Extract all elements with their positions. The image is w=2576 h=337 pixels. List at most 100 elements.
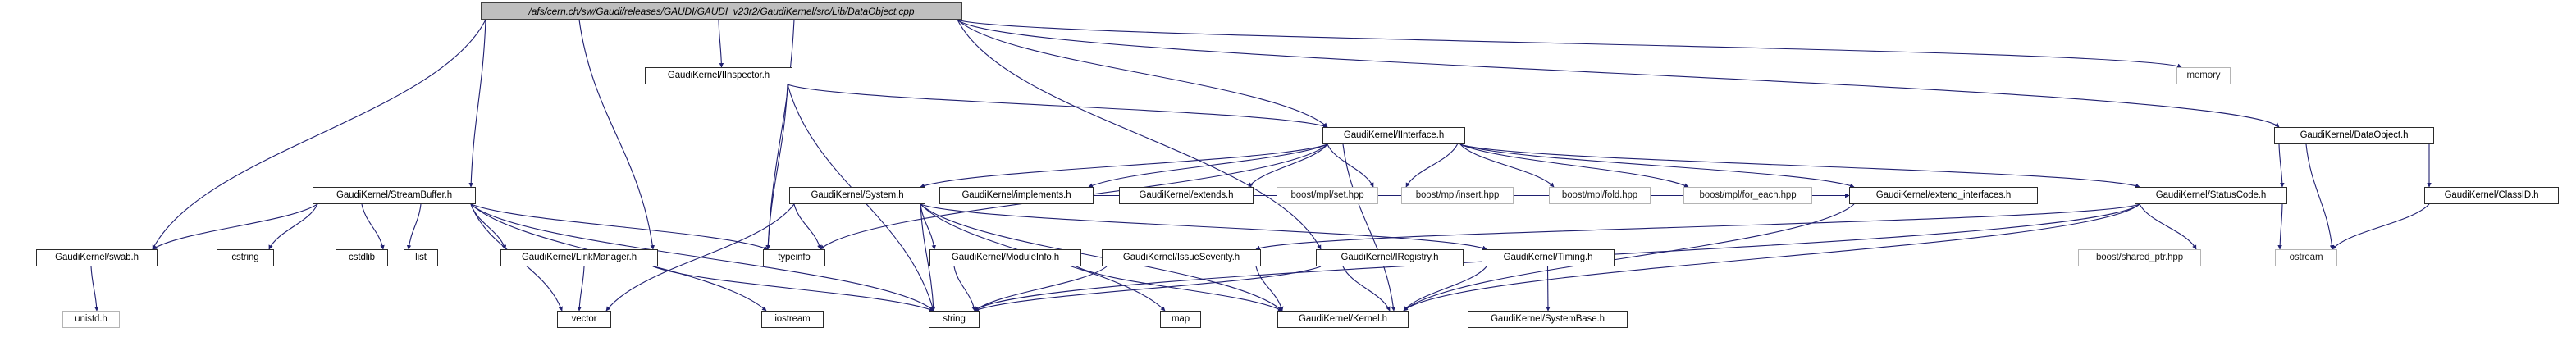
graph-node-label: GaudiKernel/IRegistry.h	[1341, 252, 1439, 262]
graph-node-iostream[interactable]: iostream	[761, 311, 824, 328]
graph-edge	[1546, 266, 1551, 312]
graph-node-extends[interactable]: GaudiKernel/extends.h	[1119, 187, 1254, 204]
graph-node-label: GaudiKernel/swab.h	[55, 252, 139, 262]
graph-node-root[interactable]: /afs/cern.ch/sw/Gaudi/releases/GAUDI/GAU…	[481, 2, 962, 20]
graph-edge	[90, 266, 99, 312]
graph-node-label: cstring	[231, 252, 259, 262]
graph-edge	[793, 203, 822, 250]
graph-edge	[1076, 266, 1283, 312]
graph-edge	[1403, 266, 1487, 312]
graph-node-classid[interactable]: GaudiKernel/ClassID.h	[2424, 187, 2559, 204]
graph-edge	[974, 266, 1108, 312]
graph-node-mplforeach[interactable]: boost/mpl/for_each.hpp	[1683, 187, 1812, 204]
graph-node-implements[interactable]: GaudiKernel/implements.h	[939, 187, 1094, 204]
graph-edge	[1459, 143, 1555, 188]
graph-edge	[152, 19, 486, 250]
graph-edge	[953, 266, 976, 312]
graph-edge	[470, 203, 769, 250]
graph-node-label: cstdlib	[349, 252, 375, 262]
graph-node-label: boost/mpl/fold.hpp	[1561, 189, 1638, 200]
graph-node-label: GaudiKernel/DataObject.h	[2300, 130, 2409, 140]
graph-edge	[268, 203, 318, 250]
graph-node-unistd[interactable]: unistd.h	[62, 311, 120, 328]
graph-edge	[957, 19, 1328, 128]
graph-node-label: GaudiKernel/extends.h	[1139, 189, 1234, 200]
graph-node-label: GaudiKernel/System.h	[811, 189, 904, 200]
graph-node-iinterface[interactable]: GaudiKernel/IInterface.h	[1322, 127, 1465, 144]
graph-node-label: boost/mpl/set.hpp	[1290, 189, 1364, 200]
graph-node-vector[interactable]: vector	[557, 311, 611, 328]
graph-node-label: GaudiKernel/SystemBase.h	[1491, 313, 1605, 324]
graph-node-swab[interactable]: GaudiKernel/swab.h	[36, 249, 158, 266]
graph-node-moduleinfo[interactable]: GaudiKernel/ModuleInfo.h	[929, 249, 1081, 266]
graph-node-statuscode[interactable]: GaudiKernel/StatusCode.h	[2135, 187, 2287, 204]
graph-node-kernel[interactable]: GaudiKernel/Kernel.h	[1277, 311, 1409, 328]
graph-edge	[468, 19, 486, 188]
graph-edge	[920, 203, 1487, 250]
graph-node-label: memory	[2186, 70, 2221, 80]
graph-node-label: unistd.h	[75, 313, 107, 324]
graph-node-iinspector[interactable]: GaudiKernel/IInspector.h	[645, 67, 792, 84]
graph-edge	[920, 203, 937, 250]
graph-edge	[152, 203, 318, 250]
graph-edge	[1088, 143, 1328, 188]
graph-node-mplinsert[interactable]: boost/mpl/insert.hpp	[1401, 187, 1514, 204]
graph-node-label: vector	[571, 313, 597, 324]
graph-node-label: GaudiKernel/IInterface.h	[1343, 130, 1445, 140]
graph-node-label: GaudiKernel/ModuleInfo.h	[951, 252, 1060, 262]
graph-edge	[1342, 266, 1391, 312]
graph-node-label: GaudiKernel/StreamBuffer.h	[336, 189, 453, 200]
graph-node-streambuffer[interactable]: GaudiKernel/StreamBuffer.h	[313, 187, 476, 204]
graph-node-map[interactable]: map	[1160, 311, 1201, 328]
graph-node-cstring[interactable]: cstring	[217, 249, 274, 266]
graph-node-label: GaudiKernel/LinkManager.h	[521, 252, 637, 262]
graph-edge	[1342, 143, 1396, 312]
graph-edge	[652, 266, 934, 312]
graph-edge	[974, 266, 1322, 312]
graph-node-label: string	[943, 313, 966, 324]
graph-node-label: GaudiKernel/IssueSeverity.h	[1122, 252, 1240, 262]
graph-node-linkmanager[interactable]: GaudiKernel/LinkManager.h	[500, 249, 658, 266]
graph-node-label: map	[1171, 313, 1190, 324]
graph-edge	[957, 19, 1322, 250]
graph-edge	[957, 19, 2182, 68]
graph-node-typeinfo[interactable]: typeinfo	[763, 249, 825, 266]
graph-node-label: GaudiKernel/ClassID.h	[2444, 189, 2539, 200]
graph-edge	[577, 266, 585, 312]
graph-node-label: GaudiKernel/IInspector.h	[667, 70, 770, 80]
graph-node-iregistry[interactable]: GaudiKernel/IRegistry.h	[1316, 249, 1464, 266]
graph-node-string[interactable]: string	[929, 311, 980, 328]
graph-node-label: boost/shared_ptr.hpp	[2095, 252, 2184, 262]
graph-node-label: GaudiKernel/implements.h	[961, 189, 1071, 200]
graph-node-timing[interactable]: GaudiKernel/Timing.h	[1482, 249, 1615, 266]
graph-node-label: ostream	[2289, 252, 2323, 262]
graph-node-ostream[interactable]: ostream	[2275, 249, 2337, 266]
graph-edge	[1403, 203, 1855, 312]
graph-edge	[957, 19, 2280, 128]
graph-node-label: GaudiKernel/Timing.h	[1503, 252, 1593, 262]
graph-node-label: iostream	[774, 313, 811, 324]
graph-edge	[2305, 143, 2335, 250]
graph-edge	[1248, 143, 1328, 188]
graph-node-system[interactable]: GaudiKernel/System.h	[789, 187, 925, 204]
graph-node-memory[interactable]: memory	[2176, 67, 2231, 84]
graph-node-extendif[interactable]: GaudiKernel/extend_interfaces.h	[1849, 187, 2038, 204]
graph-edge	[765, 84, 788, 250]
graph-node-mplset[interactable]: boost/mpl/set.hpp	[1277, 187, 1378, 204]
graph-node-mplfold[interactable]: boost/mpl/fold.hpp	[1549, 187, 1651, 204]
graph-edge	[2278, 143, 2285, 188]
graph-edge	[787, 84, 1328, 128]
graph-node-sharedptr[interactable]: boost/shared_ptr.hpp	[2078, 249, 2201, 266]
graph-node-dataobject[interactable]: GaudiKernel/DataObject.h	[2274, 127, 2434, 144]
graph-edge	[1405, 143, 1458, 188]
graph-node-label: typeinfo	[778, 252, 811, 262]
graph-node-list[interactable]: list	[404, 249, 438, 266]
graph-edge	[470, 203, 507, 250]
graph-node-label: GaudiKernel/extend_interfaces.h	[1875, 189, 2012, 200]
graph-edge	[406, 203, 422, 250]
graph-node-issueseverity[interactable]: GaudiKernel/IssueSeverity.h	[1102, 249, 1261, 266]
graph-node-systembase[interactable]: GaudiKernel/SystemBase.h	[1468, 311, 1628, 328]
graph-edge	[920, 143, 1328, 188]
graph-node-cstdlib[interactable]: cstdlib	[336, 249, 388, 266]
